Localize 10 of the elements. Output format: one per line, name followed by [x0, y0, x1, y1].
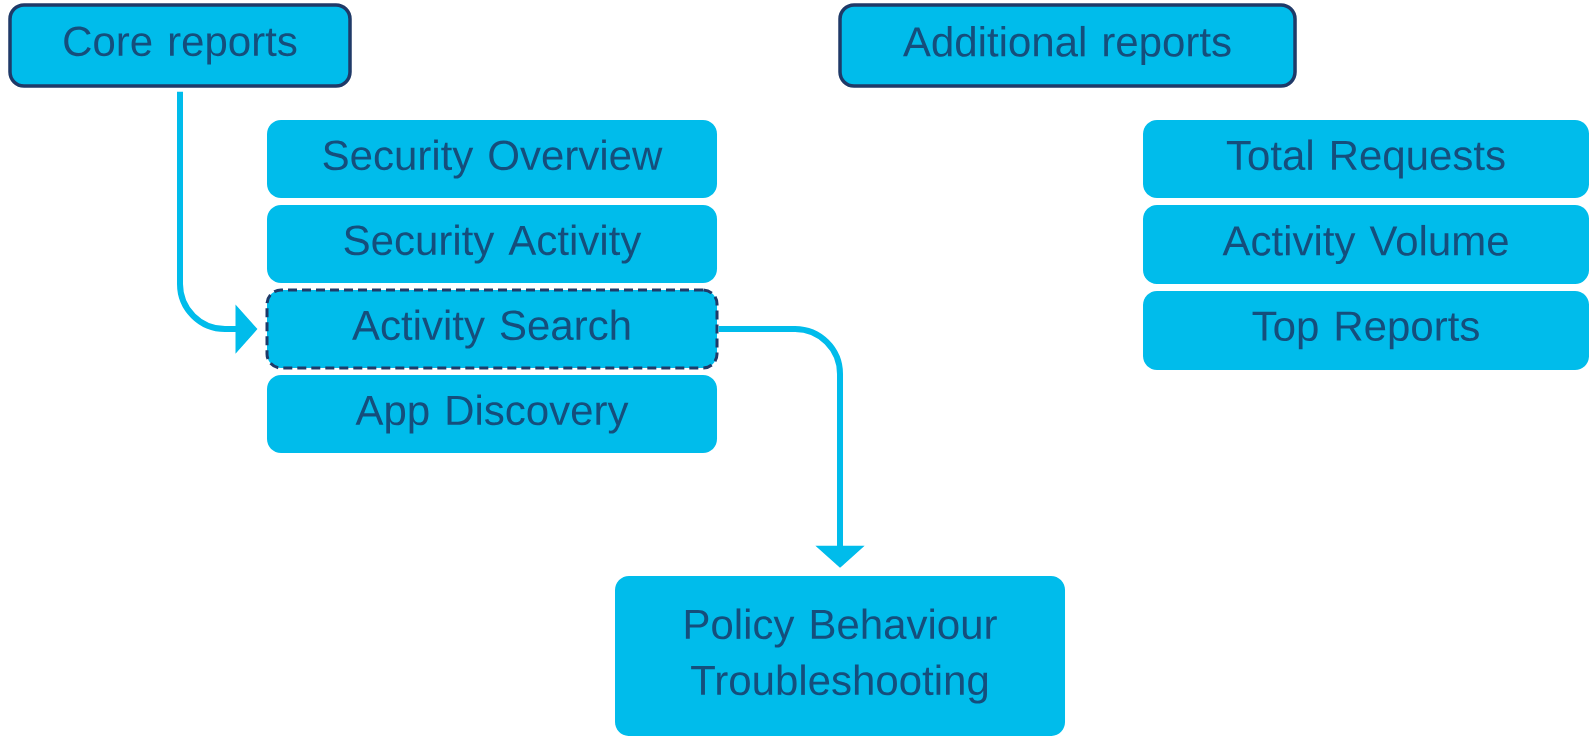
- report-box: App Discovery: [267, 375, 717, 453]
- heading-box: Additional reports: [838, 3, 1297, 88]
- report-box: Top Reports: [1143, 291, 1589, 370]
- report-box: Activity Volume: [1143, 205, 1589, 284]
- report-box: Security Overview: [267, 120, 717, 198]
- report-box: Total Requests: [1143, 120, 1589, 198]
- report-box: Policy Behaviour Troubleshooting: [615, 576, 1065, 736]
- heading-box: Core reports: [8, 3, 352, 88]
- report-box: Security Activity: [267, 205, 717, 283]
- selected-report-box: Activity Search: [265, 288, 719, 370]
